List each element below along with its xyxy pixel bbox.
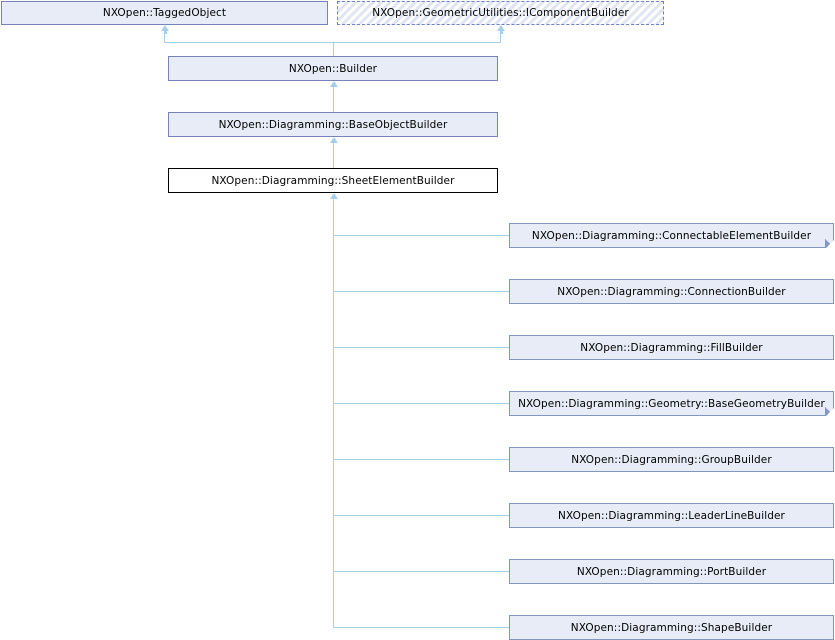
node-sheetelementbuilder[interactable]: NXOpen::Diagramming::SheetElementBuilder	[168, 168, 498, 193]
node-taggedobject-label: NXOpen::TaggedObject	[102, 7, 227, 19]
connector-baseobjectbuilder-to-sheetelementbuilder	[333, 142, 334, 168]
node-shapebuilder[interactable]: NXOpen::Diagramming::ShapeBuilder	[509, 615, 834, 640]
node-taggedobject[interactable]: NXOpen::TaggedObject	[1, 1, 328, 25]
connector-derived-trunk	[333, 198, 334, 628]
node-connectionbuilder-label: NXOpen::Diagramming::ConnectionBuilder	[557, 285, 786, 298]
arrow-to-sheetelementbuilder	[330, 193, 338, 199]
connector-bar-to-builder	[333, 42, 334, 56]
connector-icomponentbuilder-stub	[500, 34, 501, 43]
node-basegeometrybuilder[interactable]: NXOpen::Diagramming::Geometry::BaseGeome…	[509, 391, 834, 416]
connector-branch-4	[333, 403, 509, 404]
node-icomponentbuilder[interactable]: NXOpen::GeometricUtilities::IComponentBu…	[337, 1, 664, 25]
node-icomponentbuilder-label: NXOpen::GeometricUtilities::IComponentBu…	[372, 7, 629, 19]
connector-branch-7	[333, 571, 509, 572]
node-fillbuilder-label: NXOpen::Diagramming::FillBuilder	[580, 341, 763, 354]
arrow-stem-icomponentbuilder	[499, 30, 503, 34]
node-groupbuilder-label: NXOpen::Diagramming::GroupBuilder	[571, 453, 772, 466]
node-connectableelementbuilder[interactable]: NXOpen::Diagramming::ConnectableElementB…	[509, 223, 834, 248]
node-connectableelementbuilder-label: NXOpen::Diagramming::ConnectableElementB…	[531, 229, 812, 242]
node-portbuilder-label: NXOpen::Diagramming::PortBuilder	[576, 565, 767, 578]
node-sheetelementbuilder-label: NXOpen::Diagramming::SheetElementBuilder	[211, 174, 455, 187]
node-basegeometrybuilder-label: NXOpen::Diagramming::Geometry::BaseGeome…	[518, 397, 825, 410]
connector-taggedobject-stub	[164, 34, 165, 43]
node-fillbuilder[interactable]: NXOpen::Diagramming::FillBuilder	[509, 335, 834, 360]
connector-parents-bar	[164, 42, 501, 43]
arrow-to-icomponentbuilder	[497, 25, 505, 31]
arrow-stem-taggedobject	[163, 30, 167, 34]
node-builder-label: NXOpen::Builder	[288, 62, 378, 75]
node-portbuilder[interactable]: NXOpen::Diagramming::PortBuilder	[509, 559, 834, 584]
connector-branch-8	[333, 627, 509, 628]
node-builder[interactable]: NXOpen::Builder	[168, 56, 498, 81]
node-groupbuilder[interactable]: NXOpen::Diagramming::GroupBuilder	[509, 447, 834, 472]
connector-branch-3	[333, 347, 509, 348]
connector-branch-1	[333, 235, 509, 236]
connector-builder-to-baseobjectbuilder	[333, 86, 334, 112]
arrow-to-builder	[330, 81, 338, 87]
node-shapebuilder-label: NXOpen::Diagramming::ShapeBuilder	[570, 621, 773, 634]
connector-branch-2	[333, 291, 509, 292]
node-baseobjectbuilder[interactable]: NXOpen::Diagramming::BaseObjectBuilder	[168, 112, 498, 137]
node-connectionbuilder[interactable]: NXOpen::Diagramming::ConnectionBuilder	[509, 279, 834, 304]
connector-branch-6	[333, 515, 509, 516]
node-leaderlinebuilder[interactable]: NXOpen::Diagramming::LeaderLineBuilder	[509, 503, 834, 528]
connector-branch-5	[333, 459, 509, 460]
arrow-to-baseobjectbuilder	[330, 137, 338, 143]
arrow-to-taggedobject	[161, 25, 169, 31]
node-baseobjectbuilder-label: NXOpen::Diagramming::BaseObjectBuilder	[218, 118, 448, 131]
node-leaderlinebuilder-label: NXOpen::Diagramming::LeaderLineBuilder	[558, 509, 785, 522]
